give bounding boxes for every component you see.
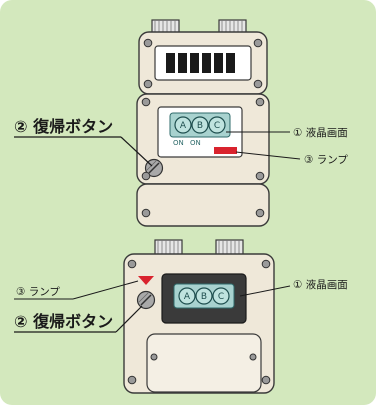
bottom-reset-label: ② 復帰ボタン (14, 312, 113, 331)
top-lcd-label: ① 液晶画面 (293, 126, 348, 139)
top-lcd-button-b: B (197, 121, 203, 131)
bottom-reset-leader (115, 305, 143, 333)
top-lcd-button-c: C (214, 121, 220, 131)
top-meter-base-housing (136, 183, 270, 227)
top-right-connector (218, 19, 247, 34)
top-lamp-label: ③ ランプ (304, 154, 348, 166)
top-left-connector (151, 19, 180, 34)
bottom-lcd-buttons: A B C (178, 287, 230, 305)
top-reset-leader (120, 136, 153, 167)
bottom-lcd-button-b: B (201, 292, 207, 302)
top-lamp (214, 147, 237, 154)
top-reset-label: ② 復帰ボタン (14, 117, 113, 136)
bottom-right-connector (215, 239, 244, 256)
bottom-lamp (138, 276, 154, 285)
bottom-lcd-button-a: A (184, 292, 191, 302)
top-lcd-button-a: A (180, 121, 187, 131)
top-lcd-caption-left: ON (173, 139, 184, 147)
bottom-lamp-leader (72, 280, 139, 300)
bottom-reset-button (136, 290, 156, 310)
bottom-lower-cover (146, 333, 262, 393)
top-meter: A B C ON ON ① 液晶画面 ③ ランプ ② 復帰ボ (14, 19, 348, 227)
top-lcd-caption-mid: ON (190, 139, 201, 147)
bottom-meter: A B C ① 液晶画面 ③ ランプ ② 復帰ボタン (14, 239, 348, 394)
counter-digits (166, 53, 235, 73)
top-meter-screws (141, 97, 265, 218)
bottom-lcd-label: ① 液晶画面 (293, 278, 348, 291)
bottom-left-connector (154, 239, 183, 256)
bottom-lcd-button-c: C (218, 292, 224, 302)
bottom-lcd-leader (239, 285, 291, 297)
top-lamp-leader (235, 151, 301, 160)
bottom-lamp-label: ③ ランプ (16, 286, 60, 298)
top-counter-screws (143, 38, 263, 89)
bottom-meter-screws (127, 259, 271, 385)
top-lcd-buttons: A B C (174, 116, 226, 134)
